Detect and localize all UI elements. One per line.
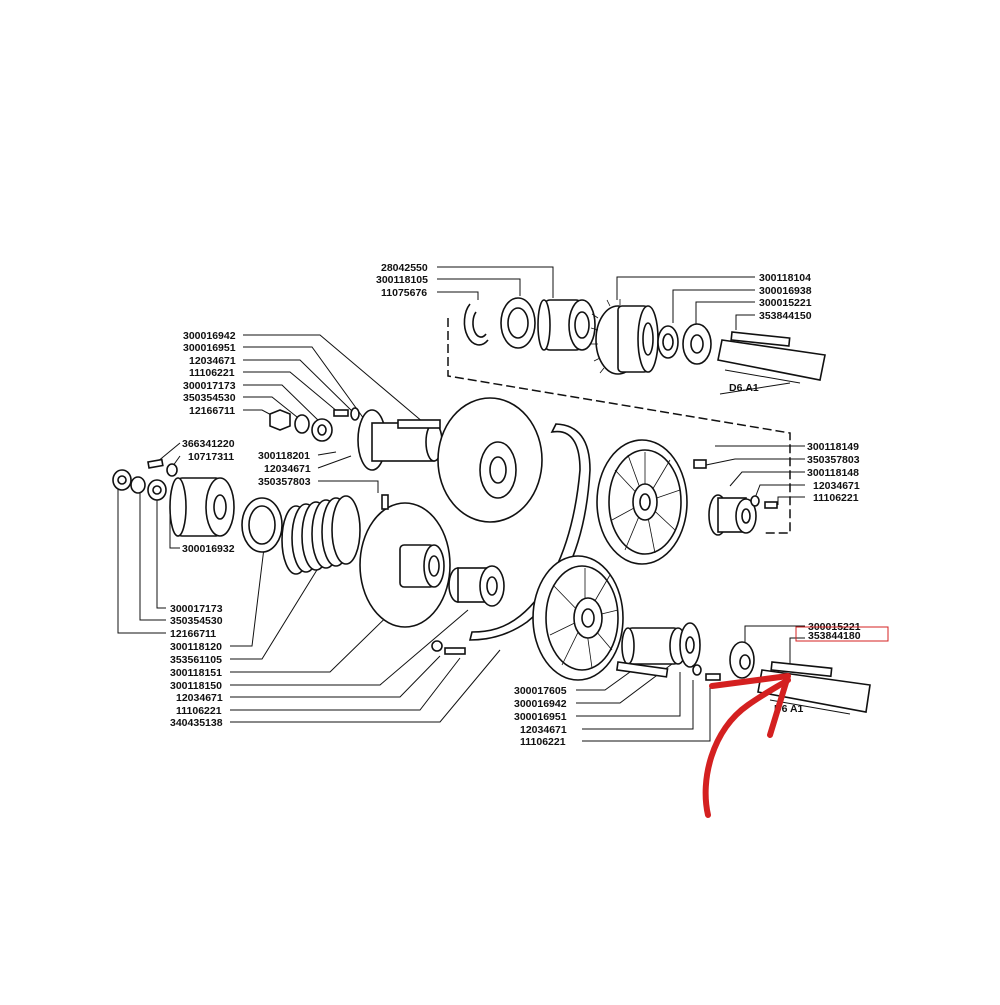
callout-353561105: 353561105 bbox=[170, 654, 222, 666]
key-part-lower bbox=[615, 661, 669, 678]
callout-12034671-c: 12034671 bbox=[176, 692, 223, 704]
callout-353844150: 353844150 bbox=[759, 310, 812, 322]
callout-300015221: 300015221 bbox=[759, 297, 812, 309]
callout-300118150: 300118150 bbox=[170, 680, 222, 692]
callout-300118201: 300118201 bbox=[258, 450, 310, 462]
set-screw-part bbox=[147, 458, 164, 469]
callout-350357803: 350357803 bbox=[258, 476, 311, 488]
callout-11106221-c: 11106221 bbox=[176, 705, 222, 717]
shaft-part bbox=[717, 339, 826, 381]
callout-11106221-d: 11106221 bbox=[520, 736, 566, 748]
bolt-part bbox=[333, 409, 349, 417]
left-assembly: 300016942 300016951 12034671 11106221 30… bbox=[112, 330, 543, 729]
bottom-assembly: D6 A1 300017605 300016942 300016951 1203… bbox=[514, 555, 889, 748]
right-assembly: 300118149 350357803 300118148 12034671 1… bbox=[596, 439, 860, 565]
callout-300016932: 300016932 bbox=[182, 543, 235, 555]
callout-300016951: 300016951 bbox=[183, 342, 236, 354]
callout-10717311: 10717311 bbox=[188, 451, 234, 463]
key-part bbox=[730, 331, 791, 347]
lock-washer-part bbox=[294, 414, 310, 434]
callout-11106221: 11106221 bbox=[189, 367, 235, 379]
callout-300118149: 300118149 bbox=[807, 441, 859, 453]
highlight-box bbox=[795, 626, 889, 642]
callout-12034671: 12034671 bbox=[189, 355, 236, 367]
hex-nut-part bbox=[269, 409, 291, 431]
callout-28042550: 28042550 bbox=[381, 262, 428, 274]
key-part-upper bbox=[397, 419, 441, 429]
callout-11075676: 11075676 bbox=[381, 287, 427, 299]
callout-300118120: 300118120 bbox=[170, 641, 222, 653]
callout-350354530: 350354530 bbox=[183, 392, 236, 404]
callout-300118151: 300118151 bbox=[170, 667, 222, 679]
callout-11106221-r: 11106221 bbox=[813, 492, 859, 504]
callout-12166711-b: 12166711 bbox=[170, 628, 216, 640]
top-assembly: D6.A1 28042550 300118105 11075676 300118… bbox=[376, 262, 826, 534]
callout-300118105: 300118105 bbox=[376, 274, 428, 286]
callout-300016951-b: 300016951 bbox=[514, 711, 567, 723]
spring-part bbox=[281, 495, 361, 575]
callout-300016942: 300016942 bbox=[183, 330, 236, 342]
callout-350357803-r: 350357803 bbox=[807, 454, 860, 466]
callout-12166711: 12166711 bbox=[189, 405, 235, 417]
screw-part bbox=[693, 459, 707, 469]
callout-350354530-b: 350354530 bbox=[170, 615, 223, 627]
callout-300016938: 300016938 bbox=[759, 285, 812, 297]
key-part-highlighted bbox=[770, 661, 833, 678]
callout-12034671-d: 12034671 bbox=[520, 724, 567, 736]
shaft-ref-label: D6.A1 bbox=[729, 382, 759, 394]
red-arrow-annotation bbox=[702, 673, 791, 818]
callout-300016942-b: 300016942 bbox=[514, 698, 567, 710]
callout-366341220: 366341220 bbox=[182, 438, 235, 450]
callout-300118104: 300118104 bbox=[759, 272, 811, 284]
callout-300017173-b: 300017173 bbox=[170, 603, 223, 615]
callout-300017605: 300017605 bbox=[514, 685, 567, 697]
grease-nipple-part bbox=[381, 494, 389, 510]
drive-belt-part bbox=[468, 423, 591, 641]
callout-300118148: 300118148 bbox=[807, 467, 859, 479]
bolt-part-lower bbox=[444, 647, 466, 655]
callout-340435138: 340435138 bbox=[170, 717, 223, 729]
callout-300017173: 300017173 bbox=[183, 380, 236, 392]
callout-353844180: 353844180 bbox=[808, 630, 861, 642]
callout-12034671-b: 12034671 bbox=[264, 463, 311, 475]
callout-12034671-r: 12034671 bbox=[813, 480, 860, 492]
